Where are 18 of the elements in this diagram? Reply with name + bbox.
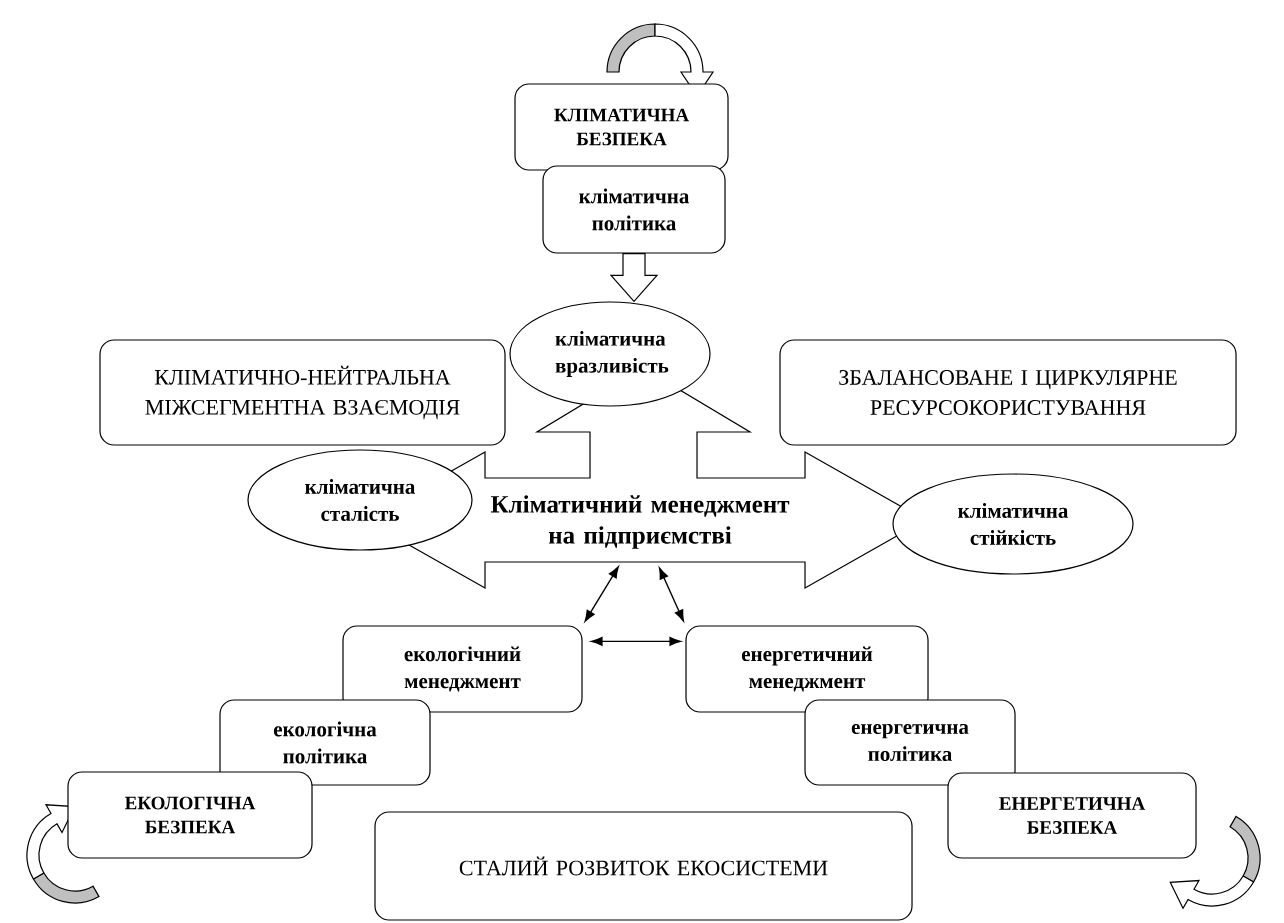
ellipse-node: кліматична стійкість [892, 473, 1134, 575]
rounded-box: СТАЛИЙ РОЗВИТОК ЕКОСИСТЕМИ [374, 811, 913, 921]
rounded-box: ЕНЕРГЕТИЧНА БЕЗПЕКА [947, 772, 1197, 859]
arrow [590, 636, 682, 646]
arrow [584, 566, 619, 622]
rounded-box: КЛІМАТИЧНА БЕЗПЕКА [514, 83, 729, 171]
rounded-box: КЛІМАТИЧНО-НЕЙТРАЛЬНА МІЖСЕГМЕНТНА ВЗАЄМОДІЯ [99, 339, 506, 446]
rounded-box: ЕКОЛОГІЧНА БЕЗПЕКА [67, 771, 313, 859]
rounded-box: енергетична політика [804, 699, 1016, 786]
rounded-box: екологічна політика [219, 699, 431, 786]
rounded-box: кліматична політика [542, 165, 726, 254]
ellipse-node: кліматична вразливість [509, 301, 711, 407]
block-arrow [609, 253, 659, 303]
rounded-box: ЗБАЛАНСОВАНЕ І ЦИРКУЛЯРНЕ РЕСУРСОКОРИСТУВАННЯ [779, 339, 1237, 446]
arrow [658, 567, 685, 622]
rounded-box: екологічний менеджмент [342, 625, 583, 713]
rounded-box: енергетичний менеджмент [685, 625, 929, 713]
ellipse-node: кліматична сталість [247, 449, 473, 551]
